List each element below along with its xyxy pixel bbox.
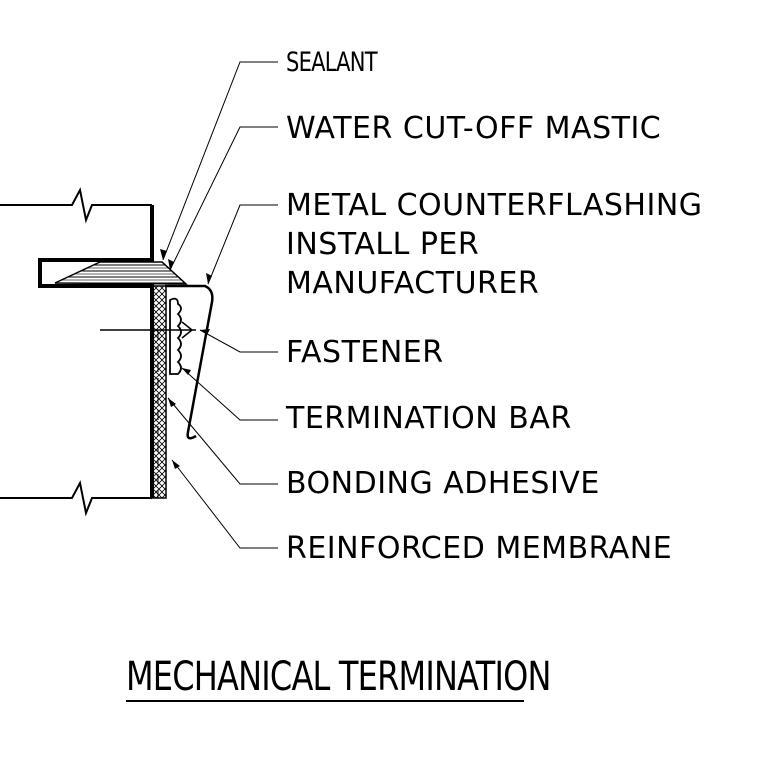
upper-wall-break-line [0, 187, 152, 224]
membrane-band [151, 285, 167, 499]
label-manufacturer: MANUFACTURER [286, 266, 540, 301]
title-underline [126, 700, 524, 702]
metal-counterflashing [165, 284, 214, 440]
lower-wall-break-line [0, 480, 152, 517]
sealant-wedge [54, 261, 188, 285]
label-sealant: SEALANT [286, 47, 378, 78]
leader-reinforced-membrane [171, 459, 278, 549]
wall-ledge [38, 205, 154, 498]
leader-water-cutoff [169, 126, 278, 271]
leader-lines [162, 61, 278, 549]
fastener [100, 321, 196, 339]
label-metal-counterflashing: METAL COUNTERFLASHING [286, 188, 703, 223]
leader-termination-bar [181, 367, 278, 421]
label-bonding-adhesive: BONDING ADHESIVE [286, 466, 600, 501]
label-termination-bar: TERMINATION BAR [286, 401, 572, 436]
termination-bar [169, 297, 182, 375]
label-install-per: INSTALL PER [286, 227, 480, 262]
leader-bonding-adhesive [167, 397, 278, 485]
leader-counterflashing [207, 204, 278, 285]
leader-arrowheads [160, 249, 212, 469]
label-water-cutoff-mastic: WATER CUT-OFF MASTIC [286, 111, 662, 146]
drawing-title: MECHANICAL TERMINATION [126, 654, 551, 700]
leader-fastener [199, 329, 278, 353]
leader-sealant [162, 61, 278, 261]
label-fastener: FASTENER [286, 335, 444, 370]
label-reinforced-membrane: REINFORCED MEMBRANE [286, 531, 673, 566]
